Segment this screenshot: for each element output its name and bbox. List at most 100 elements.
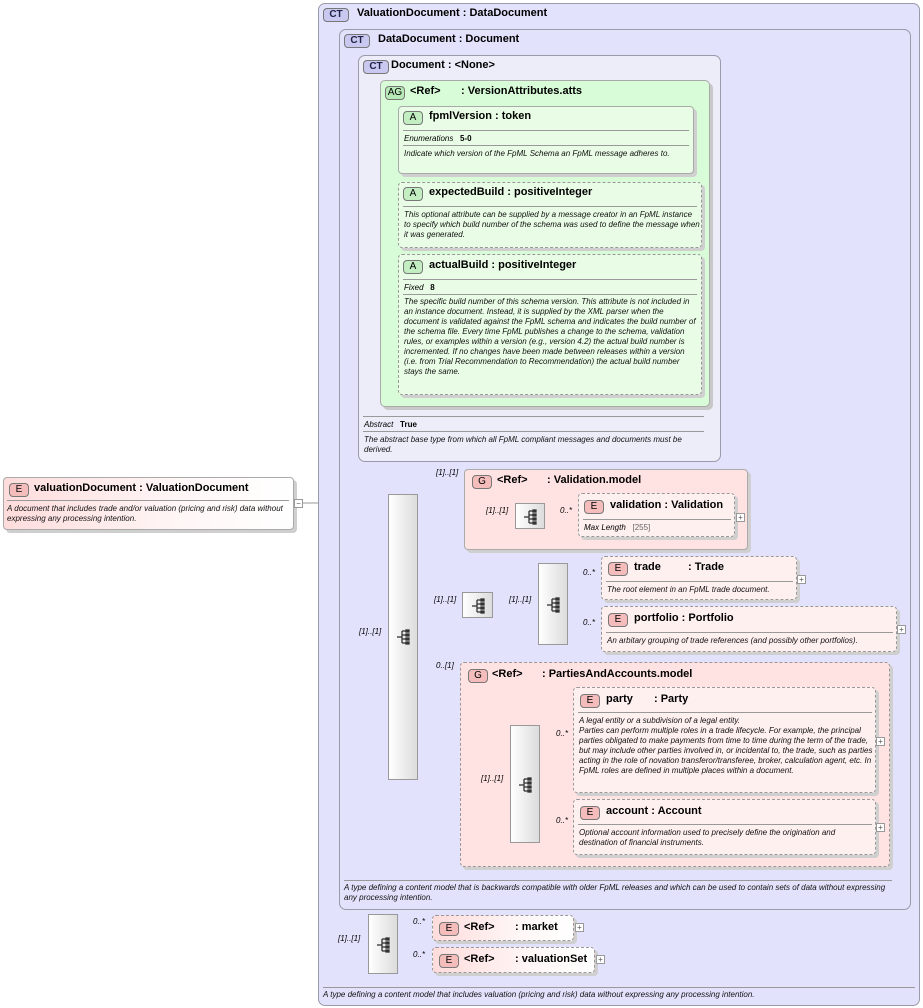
validation-sequence-compositor[interactable] bbox=[515, 503, 545, 529]
element-type: Account bbox=[657, 805, 702, 817]
group-badge: G bbox=[472, 475, 492, 489]
facet-value: 8 bbox=[430, 283, 435, 292]
valuation-document-base: DataDocument bbox=[469, 7, 548, 19]
document-type-name: Document bbox=[391, 59, 445, 71]
element-badge: E bbox=[584, 500, 604, 514]
portfolio-occurrence: 0..* bbox=[583, 618, 596, 627]
attribute-name: fpmlVersion bbox=[429, 110, 492, 122]
data-document-base: Document bbox=[465, 33, 520, 45]
trade-occurrence: 0..* bbox=[583, 568, 596, 577]
attribute-badge: A bbox=[403, 260, 423, 274]
sequence-icon bbox=[547, 597, 560, 613]
element-valuation-set[interactable]: E <Ref> : valuationSet bbox=[432, 947, 595, 973]
market-occurrence: 0..* bbox=[413, 917, 426, 926]
group-badge: G bbox=[468, 669, 488, 683]
element-type: Trade bbox=[694, 561, 725, 573]
attribute-type: positiveInteger bbox=[513, 186, 593, 198]
attribute-expected-build[interactable]: A expectedBuild : positiveInteger This o… bbox=[398, 182, 702, 248]
expand-toggle[interactable]: + bbox=[736, 513, 745, 522]
element-name: account bbox=[606, 805, 649, 817]
facet-label: Fixed bbox=[404, 283, 424, 292]
element-portfolio[interactable]: E portfolio : Portfolio An arbitary grou… bbox=[601, 606, 897, 652]
separator bbox=[578, 712, 872, 713]
valuation-sequence-compositor[interactable] bbox=[368, 914, 398, 974]
root-element-name: valuationDocument bbox=[34, 482, 137, 494]
sequence-icon bbox=[519, 777, 532, 793]
facet-label: Enumerations bbox=[404, 134, 454, 143]
expand-toggle[interactable]: + bbox=[897, 625, 906, 634]
validation-model-occurrence: [1]..[1] bbox=[436, 468, 459, 477]
expand-toggle[interactable]: + bbox=[876, 823, 885, 832]
expand-toggle[interactable]: + bbox=[876, 737, 885, 746]
attribute-type: positiveInteger bbox=[498, 259, 577, 271]
account-occurrence: 0..* bbox=[556, 816, 569, 825]
attribute-description: Indicate which version of the FpML Schem… bbox=[404, 149, 670, 158]
expand-toggle[interactable]: + bbox=[575, 923, 584, 932]
valuation-set-occurrence: 0..* bbox=[413, 950, 426, 959]
parties-model-occurrence: 0..[1] bbox=[436, 661, 454, 670]
root-element-valuation-document[interactable]: E valuationDocument : ValuationDocument … bbox=[3, 477, 294, 530]
valuation-document-type-name: ValuationDocument bbox=[357, 7, 460, 19]
element-ref: <Ref> bbox=[464, 953, 495, 965]
document-description: The abstract base type from which all Fp… bbox=[364, 435, 682, 454]
element-ref: <Ref> bbox=[464, 921, 495, 933]
element-type: Party bbox=[660, 693, 689, 705]
element-name: : market bbox=[515, 921, 558, 933]
facet-value: 5-0 bbox=[460, 134, 472, 143]
element-market[interactable]: E <Ref> : market bbox=[432, 915, 574, 941]
element-type: Portfolio bbox=[688, 612, 734, 624]
separator bbox=[323, 987, 915, 988]
root-element-type: ValuationDocument bbox=[145, 482, 249, 494]
sequence-icon bbox=[472, 598, 485, 614]
expand-toggle[interactable]: + bbox=[797, 575, 806, 584]
element-badge: E bbox=[608, 562, 628, 576]
sequence-icon bbox=[377, 937, 390, 953]
sequence-compositor[interactable] bbox=[388, 494, 418, 780]
element-badge: E bbox=[580, 806, 600, 820]
separator bbox=[403, 145, 689, 146]
validation-inner-occurrence: [1]..[1] bbox=[486, 506, 509, 515]
trade-choice-outer-occurrence: [1]..[1] bbox=[434, 595, 457, 604]
collapse-toggle[interactable]: − bbox=[294, 499, 303, 508]
element-badge: E bbox=[608, 613, 628, 627]
element-description: Optional account information used to pre… bbox=[579, 828, 836, 847]
element-trade[interactable]: E trade : Trade The root element in an F… bbox=[601, 556, 797, 600]
valuation-sequence-occurrence: [1]..[1] bbox=[338, 934, 361, 943]
parties-inner-occurrence: [1]..[1] bbox=[481, 774, 504, 783]
element-badge: E bbox=[580, 694, 600, 708]
expand-toggle[interactable]: + bbox=[596, 955, 605, 964]
facet-label: Max Length bbox=[584, 523, 626, 532]
sequence-icon bbox=[397, 629, 410, 645]
separator bbox=[363, 431, 704, 432]
complex-type-badge: CT bbox=[363, 60, 389, 74]
element-party[interactable]: E party : Party A legal entity or a subd… bbox=[573, 687, 876, 793]
trade-sequence-compositor[interactable] bbox=[462, 592, 493, 618]
attribute-actual-build[interactable]: A actualBuild : positiveInteger Fixed 8 … bbox=[398, 254, 702, 395]
element-name: trade bbox=[634, 561, 661, 573]
root-element-description: A document that includes trade and/or va… bbox=[7, 504, 283, 523]
parties-sequence-compositor[interactable] bbox=[510, 725, 540, 843]
separator bbox=[344, 880, 892, 881]
element-name: party bbox=[606, 693, 633, 705]
element-description: An arbitary grouping of trade references… bbox=[607, 636, 858, 645]
separator bbox=[403, 206, 697, 207]
element-validation[interactable]: E validation : Validation Max Length [25… bbox=[578, 493, 735, 537]
element-description: A legal entity or a subdivision of a leg… bbox=[579, 716, 873, 775]
group-ref: <Ref> bbox=[492, 668, 523, 680]
element-account[interactable]: E account : Account Optional account inf… bbox=[573, 799, 876, 855]
facet-value: [255] bbox=[632, 523, 651, 532]
abstract-value: True bbox=[400, 420, 417, 429]
group-name: : PartiesAndAccounts.model bbox=[542, 668, 693, 680]
data-document-type-name: DataDocument bbox=[378, 33, 456, 45]
attribute-group-badge: AG bbox=[385, 86, 405, 100]
trade-choice-compositor[interactable] bbox=[538, 563, 568, 645]
attribute-name: expectedBuild bbox=[429, 186, 505, 198]
attribute-fpml-version[interactable]: A fpmlVersion : token Enumerations 5-0 I… bbox=[398, 106, 694, 174]
element-name: portfolio bbox=[634, 612, 679, 624]
element-badge: E bbox=[439, 922, 459, 936]
attribute-group-ref: <Ref> bbox=[410, 85, 441, 97]
element-type: Validation bbox=[671, 499, 724, 511]
attribute-description: This optional attribute can be supplied … bbox=[404, 210, 700, 239]
attribute-badge: A bbox=[403, 111, 423, 125]
validation-element-occurrence: 0..* bbox=[560, 506, 573, 515]
